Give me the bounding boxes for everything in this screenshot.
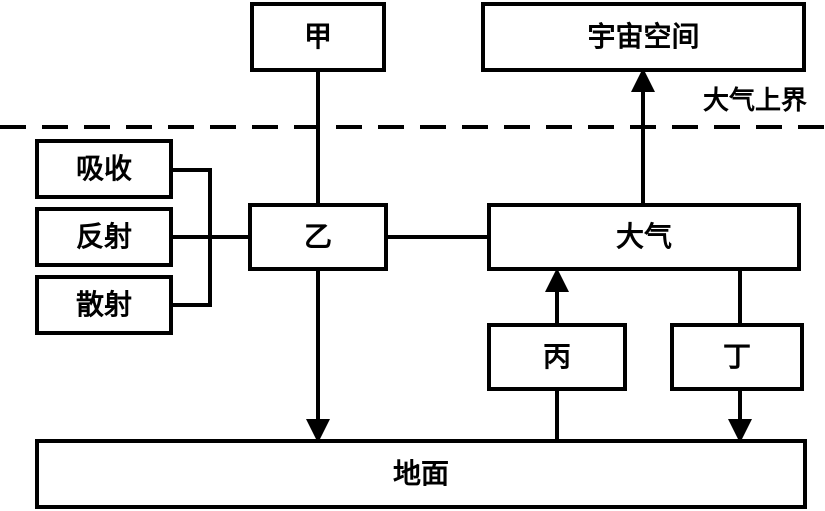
absorption-label: 吸收 (75, 152, 132, 185)
space-label: 宇宙空间 (587, 20, 700, 53)
scattering-label: 散射 (75, 288, 132, 321)
ground-box: 地面 (35, 439, 807, 509)
yi-label: 乙 (303, 220, 332, 253)
bing-label: 丙 (542, 340, 571, 373)
bracket-scattering (172, 237, 212, 307)
atmosphere-top-boundary-label: 大气上界 (703, 86, 808, 116)
atmosphere-box: 大气 (487, 203, 801, 271)
yi-box: 乙 (248, 203, 388, 271)
ding-label: 丁 (722, 340, 751, 373)
ground-label: 地面 (392, 457, 449, 490)
ding-box: 丁 (670, 323, 804, 391)
scattering-box: 散射 (35, 275, 173, 335)
reflection-box: 反射 (35, 207, 173, 267)
bing-box: 丙 (487, 323, 627, 391)
space-box: 宇宙空间 (481, 2, 806, 72)
absorption-box: 吸收 (35, 139, 173, 199)
reflection-label: 反射 (75, 220, 132, 253)
jia-box: 甲 (250, 2, 386, 72)
bracket-absorption (172, 168, 212, 237)
atmosphere-label: 大气 (615, 220, 672, 253)
jia-label: 甲 (303, 20, 332, 53)
